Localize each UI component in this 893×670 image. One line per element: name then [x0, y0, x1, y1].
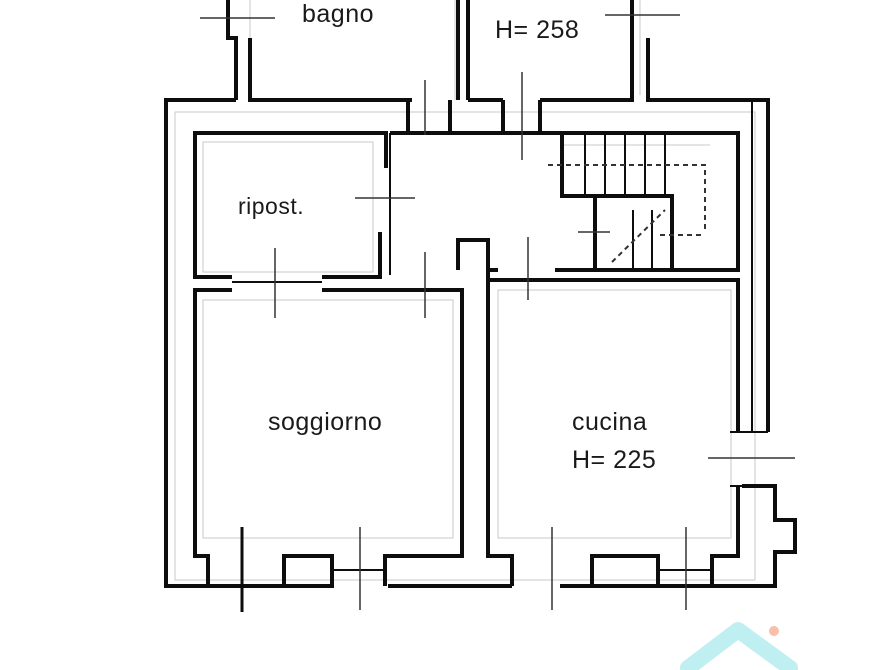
room-label-soggiorno: soggiorno — [268, 408, 383, 436]
walls — [164, 0, 797, 588]
room-label-ripost: ripost. — [238, 193, 305, 219]
room-label-cucina: cucina — [572, 408, 648, 436]
room-height-camera: H= 258 — [495, 16, 580, 44]
house-roof-logo-icon — [680, 622, 798, 670]
room-height-cucina: H= 225 — [572, 446, 657, 474]
room-label-bagno: bagno — [302, 0, 375, 28]
stair-arrow — [548, 164, 706, 263]
guide-lines — [174, 0, 756, 581]
wall-inner-lines — [232, 100, 768, 571]
axis-marks — [200, 14, 795, 610]
